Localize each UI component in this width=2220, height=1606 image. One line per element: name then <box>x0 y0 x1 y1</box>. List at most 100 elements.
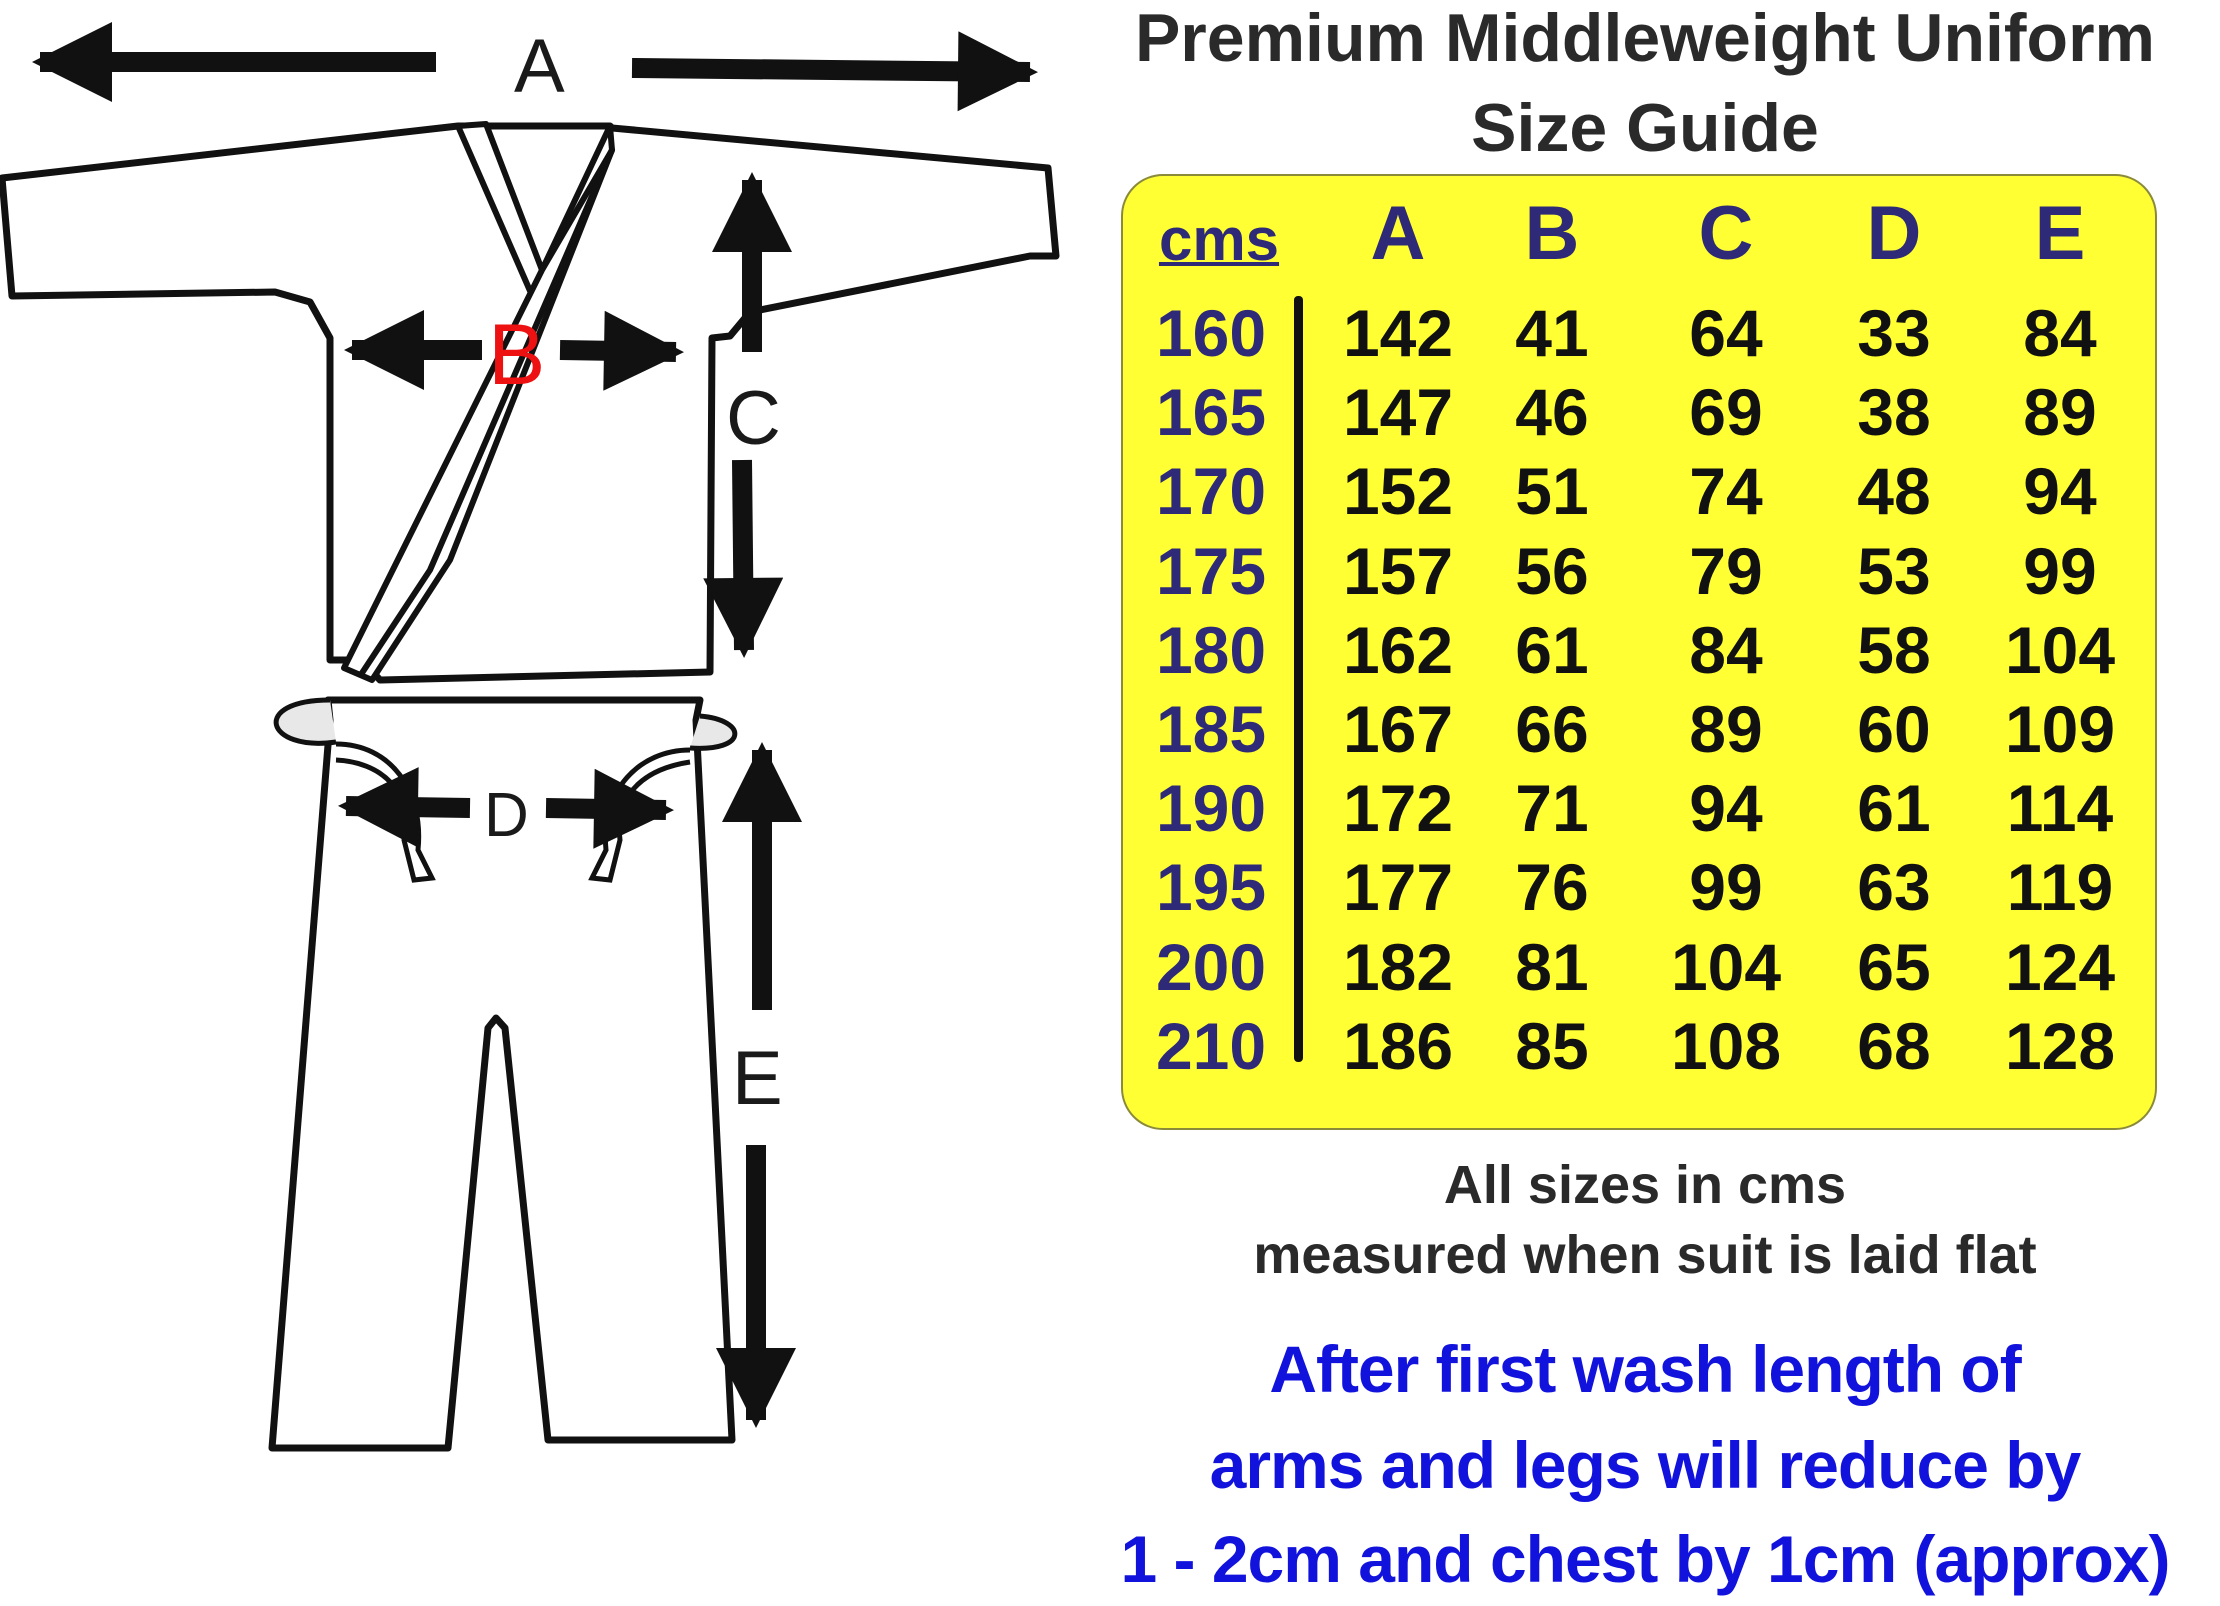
size-table: cms A B C D E 160 142 41 64 33 84 165 147 46 69 38… <box>1121 174 2157 1130</box>
size-cell-e: 94 <box>2023 454 2097 529</box>
measure-arrows <box>32 22 1038 1428</box>
size-cell-d: 61 <box>1857 771 1931 846</box>
arrow-d-right <box>545 768 674 849</box>
column-header-a: A <box>1370 191 1426 276</box>
jacket-outline <box>0 122 1060 684</box>
height-cell: 160 <box>1155 296 1267 370</box>
size-cell-a: 172 <box>1342 771 1454 846</box>
size-cell-a: 186 <box>1342 1008 1454 1083</box>
size-cell-a: 152 <box>1342 454 1454 529</box>
size-cell-c: 104 <box>1670 929 1782 1004</box>
size-cell-b: 76 <box>1515 850 1589 925</box>
uniform-measurement-diagram: A B C D E <box>0 22 1060 1452</box>
table-row: 200 182 81 104 65 124 <box>1123 928 2155 1007</box>
wash-note-line-1: After first wash length of <box>1269 1332 2021 1406</box>
size-cell-c: 99 <box>1689 850 1763 925</box>
column-header-c: C <box>1698 191 1754 276</box>
height-cell: 170 <box>1155 454 1267 529</box>
jacket-collar <box>341 121 615 683</box>
size-cell-d: 53 <box>1857 533 1931 608</box>
size-cell-c: 79 <box>1689 533 1763 608</box>
arrow-c-down <box>703 459 784 658</box>
size-cell-a: 157 <box>1342 533 1454 608</box>
size-cell-e: 89 <box>2023 375 2097 450</box>
height-cell: 185 <box>1155 692 1267 766</box>
page-title: Premium Middleweight Uniform <box>1134 0 2156 76</box>
size-cell-d: 65 <box>1857 929 1931 1004</box>
size-cell-c: 64 <box>1689 296 1763 370</box>
size-cell-a: 167 <box>1342 692 1454 766</box>
size-cell-b: 66 <box>1515 692 1589 766</box>
size-cell-e: 114 <box>2006 771 2114 846</box>
table-row: 180 162 61 84 58 104 <box>1123 611 2155 690</box>
table-row: 195 177 76 99 63 119 <box>1123 848 2155 927</box>
size-cell-b: 81 <box>1515 929 1589 1004</box>
table-row: 175 157 56 79 53 99 <box>1123 532 2155 611</box>
size-cell-e: 119 <box>2006 850 2114 925</box>
size-cell-b: 71 <box>1515 771 1589 846</box>
height-cell: 190 <box>1155 771 1267 846</box>
wash-note-line-3: 1 - 2cm and chest by 1cm (approx) <box>1120 1522 2170 1596</box>
arrow-b-right <box>559 310 684 391</box>
height-cell: 210 <box>1155 1008 1267 1083</box>
label-b: B <box>488 307 545 403</box>
column-header-d: D <box>1866 191 1922 276</box>
table-divider <box>1294 296 1303 1062</box>
label-a: A <box>514 24 565 109</box>
size-cell-c: 108 <box>1670 1008 1782 1083</box>
size-cell-d: 38 <box>1857 375 1931 450</box>
table-row: 190 172 71 94 61 114 <box>1123 769 2155 848</box>
size-cell-b: 46 <box>1515 375 1589 450</box>
size-cell-d: 60 <box>1857 692 1931 766</box>
size-cell-c: 84 <box>1689 612 1763 687</box>
size-cell-d: 58 <box>1857 612 1931 687</box>
size-cell-e: 128 <box>2004 1008 2116 1083</box>
table-unit-header: cms <box>1158 206 1280 273</box>
size-cell-e: 84 <box>2023 296 2097 370</box>
size-cell-b: 51 <box>1515 454 1589 529</box>
size-cell-b: 41 <box>1515 296 1589 370</box>
height-cell: 200 <box>1155 929 1267 1004</box>
size-cell-b: 56 <box>1515 533 1589 608</box>
column-header-e: E <box>2034 191 2086 276</box>
arrow-a-right <box>631 31 1038 112</box>
size-cell-e: 109 <box>2004 692 2116 766</box>
table-row: 165 147 46 69 38 89 <box>1123 373 2155 452</box>
height-cell: 180 <box>1155 612 1267 687</box>
size-cell-a: 177 <box>1342 850 1454 925</box>
page-subtitle: Size Guide <box>1471 90 1819 166</box>
label-e: E <box>732 1036 783 1121</box>
size-cell-a: 182 <box>1342 929 1454 1004</box>
size-cell-e: 104 <box>2004 612 2116 687</box>
size-cell-d: 33 <box>1857 296 1931 370</box>
column-header-b: B <box>1524 191 1580 276</box>
height-cell: 195 <box>1155 850 1267 925</box>
size-cell-d: 68 <box>1857 1008 1931 1083</box>
arrow-d-left <box>338 767 471 848</box>
size-cell-d: 63 <box>1857 850 1931 925</box>
trousers-outline <box>268 696 736 1452</box>
measurement-note: measured when suit is laid flat <box>1253 1225 2037 1285</box>
height-cell: 165 <box>1155 375 1267 450</box>
size-cell-c: 69 <box>1689 375 1763 450</box>
size-cell-e: 99 <box>2023 533 2097 608</box>
label-d: D <box>484 781 529 850</box>
size-cell-c: 74 <box>1689 454 1763 529</box>
size-cell-d: 48 <box>1857 454 1931 529</box>
height-cell: 175 <box>1155 533 1267 608</box>
table-row: 170 152 51 74 48 94 <box>1123 452 2155 531</box>
table-row: 185 167 66 89 60 109 <box>1123 690 2155 769</box>
size-cell-c: 94 <box>1689 771 1763 846</box>
size-cell-a: 162 <box>1342 612 1454 687</box>
size-cell-b: 61 <box>1515 612 1589 687</box>
size-cell-b: 85 <box>1515 1008 1589 1083</box>
table-row: 210 186 85 108 68 128 <box>1123 1007 2155 1086</box>
size-cell-a: 142 <box>1342 296 1454 370</box>
units-note: All sizes in cms <box>1443 1155 1847 1215</box>
size-cell-e: 124 <box>2004 929 2116 1004</box>
label-c: C <box>726 376 781 461</box>
table-row: 160 142 41 64 33 84 <box>1123 294 2155 373</box>
size-cell-c: 89 <box>1689 692 1763 766</box>
wash-note-line-2: arms and legs will reduce by <box>1209 1428 2082 1502</box>
size-cell-a: 147 <box>1342 375 1454 450</box>
